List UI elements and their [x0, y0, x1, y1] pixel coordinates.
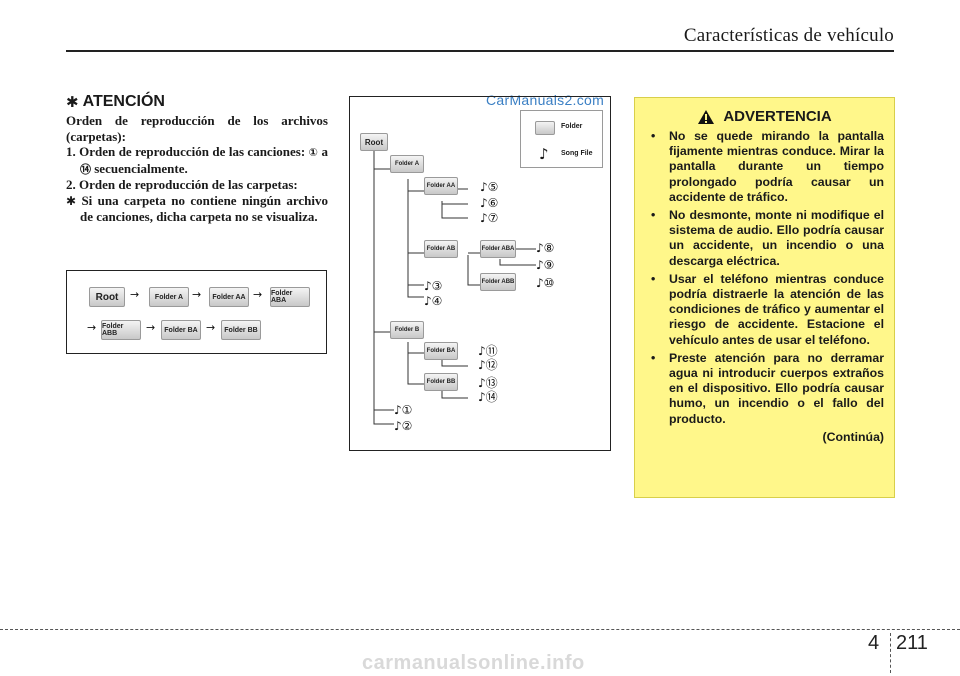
tree-legend: Folder ♪ Song File [520, 110, 603, 168]
seq-folder-aa: Folder AA [209, 287, 249, 307]
attention-title-text: ATENCIÓN [82, 93, 165, 110]
song-1: ♪① [394, 403, 413, 417]
legend-song-label: Song File [561, 150, 593, 157]
item-1-tail: secuencialmente. [94, 160, 188, 176]
seq-arrow-icon: → [206, 321, 216, 334]
tree-folder-aa: Folder AA [424, 177, 458, 195]
warning-header: ADVERTENCIA [645, 108, 884, 125]
seq-arrow-icon: → [130, 288, 140, 301]
warning-list: No se quede mirando la pantalla fijament… [645, 129, 884, 427]
item-1-join: a [321, 144, 329, 159]
asterisk-flower-icon: ✱ [66, 93, 79, 111]
seq-folder-abb: Folder ABB [101, 320, 141, 340]
seq-arrow-icon: → [253, 288, 263, 301]
tree-root: Root [360, 133, 388, 151]
warning-item-1: No se quede mirando la pantalla fijament… [645, 129, 884, 205]
playback-sequence-box: Root → Folder A → Folder AA → Folder ABA… [66, 270, 327, 354]
song-14-marker: ⑭ [80, 162, 91, 176]
seq-folder-a: Folder A [149, 287, 189, 307]
attention-item-1: 1. Orden de reproducción de las cancione… [66, 144, 328, 177]
header-rule [66, 50, 894, 52]
seq-root: Root [89, 287, 125, 307]
asterisk-bold-icon: ✱ [66, 193, 77, 208]
attention-note: ✱ Si una carpeta no contiene ningún arch… [66, 193, 328, 225]
attention-title: ✱ ATENCIÓN [66, 93, 328, 111]
seq-folder-ba: Folder BA [161, 320, 201, 340]
connector-root [373, 150, 394, 425]
song-12: ♪⑫ [478, 358, 498, 372]
tree-folder-abb: Folder ABB [480, 273, 516, 291]
header-title: Características de vehículo [683, 25, 894, 46]
folder-tree-diagram: Folder ♪ Song File Root Folder A Folder … [349, 96, 611, 451]
chapter-number: 4 [868, 632, 880, 654]
song-6: ♪⑥ [480, 196, 499, 210]
connector-ab-abb [467, 255, 480, 286]
song-5: ♪⑤ [480, 180, 499, 194]
seq-folder-bb: Folder BB [221, 320, 261, 340]
legend-folder-label: Folder [561, 123, 583, 130]
legend-folder-icon [535, 121, 555, 135]
tree-folder-b: Folder B [390, 321, 424, 339]
song-2: ♪② [394, 419, 413, 433]
warning-continued: (Continúa) [822, 429, 884, 444]
watermark-bottom[interactable]: carmanualsonline.info [362, 652, 585, 674]
tree-folder-ba: Folder BA [424, 342, 458, 360]
connector-bb [441, 391, 468, 399]
item-2-number: 2. [66, 177, 76, 192]
warning-triangle-icon [698, 109, 715, 124]
warning-box: ADVERTENCIA No se quede mirando la panta… [634, 97, 895, 498]
song-10: ♪⑩ [536, 276, 555, 290]
attention-intro: Orden de reproducción de los archivos (c… [66, 113, 328, 144]
seq-folder-aba: Folder ABA [270, 287, 310, 307]
warning-item-2: No desmonte, monte ni modifique el siste… [645, 208, 884, 269]
song-9: ♪⑨ [536, 258, 555, 272]
warning-item-4: Preste atención para no derramar agua ni… [645, 351, 884, 427]
connector-ba [441, 359, 468, 367]
song-13: ♪⑬ [478, 376, 498, 390]
attention-section: ✱ ATENCIÓN Orden de reproducción de los … [66, 93, 328, 225]
footer-rule [0, 629, 960, 630]
tree-folder-bb: Folder BB [424, 373, 458, 391]
song-1-marker: ① [308, 146, 319, 159]
song-3: ♪③ [424, 279, 443, 293]
tree-folder-aba: Folder ABA [480, 240, 516, 258]
song-4: ♪④ [424, 294, 443, 308]
attention-body: Orden de reproducción de los archivos (c… [66, 113, 328, 225]
connector-aba [499, 259, 536, 266]
page-number: 211 [896, 632, 928, 654]
item-2-text: Orden de reproducción de las carpetas: [79, 177, 298, 192]
tree-folder-a: Folder A [390, 155, 424, 173]
song-14: ♪⑭ [478, 390, 498, 404]
song-11: ♪⑪ [478, 344, 498, 358]
attention-note-text: Si una carpeta no contiene ningún archiv… [80, 192, 329, 225]
attention-item-2: 2. Orden de reproducción de las carpetas… [66, 177, 328, 193]
music-note-icon: ♪ [539, 145, 549, 163]
connector-a [407, 179, 424, 298]
song-7: ♪⑦ [480, 211, 499, 225]
connector-b [407, 342, 424, 385]
item-1-text: Orden de reproducción de las canciones: [79, 144, 306, 159]
item-1-number: 1. [66, 144, 76, 159]
warning-title: ADVERTENCIA [723, 108, 832, 125]
warning-item-3: Usar el teléfono mientras conduce podría… [645, 272, 884, 348]
seq-arrow-icon: → [87, 321, 97, 334]
page-separator [890, 633, 891, 673]
seq-arrow-icon: → [192, 288, 202, 301]
tree-folder-ab: Folder AB [424, 240, 458, 258]
connector-aa [441, 201, 468, 219]
song-8: ♪⑧ [536, 241, 555, 255]
seq-arrow-icon: → [146, 321, 156, 334]
